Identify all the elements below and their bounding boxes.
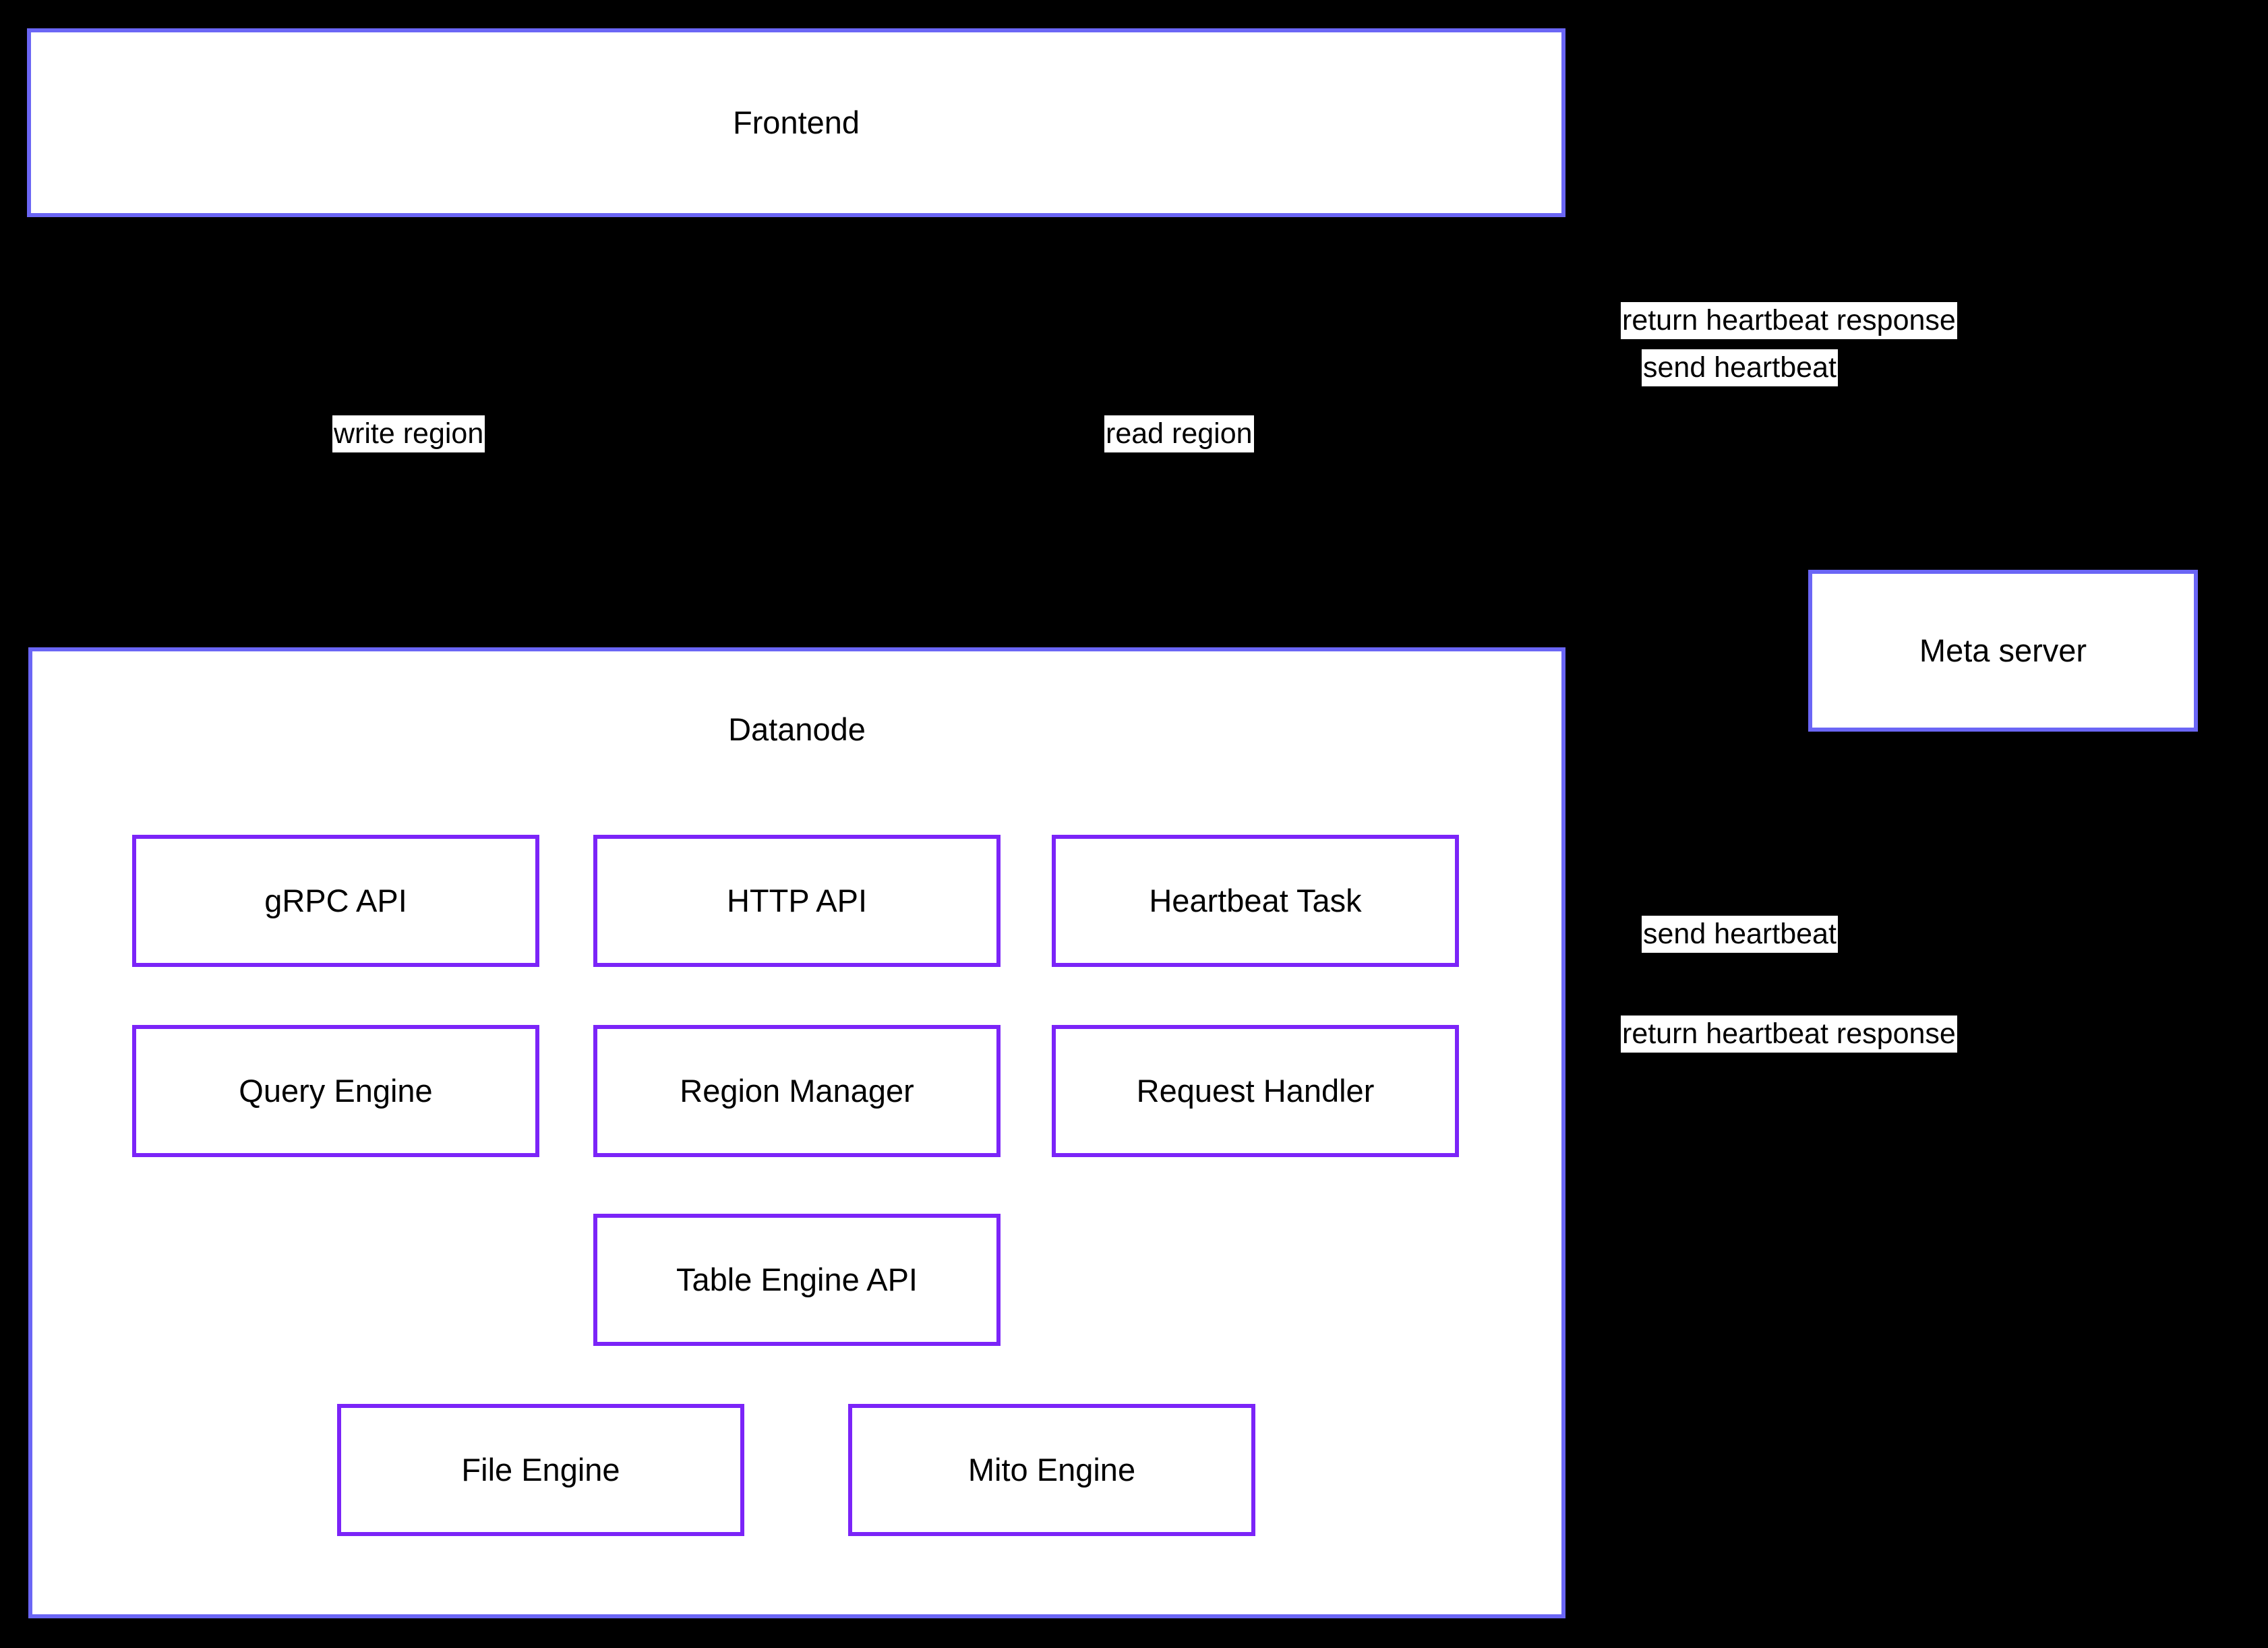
edge-label-write-region: write region bbox=[332, 415, 485, 452]
edge-label-frontend-send-heartbeat: send heartbeat bbox=[1642, 349, 1838, 386]
component-request-handler[interactable]: Request Handler bbox=[1052, 1025, 1459, 1157]
component-label: Query Engine bbox=[239, 1072, 433, 1109]
component-grpc-api[interactable]: gRPC API bbox=[132, 835, 539, 967]
component-file-engine[interactable]: File Engine bbox=[337, 1404, 744, 1536]
component-http-api[interactable]: HTTP API bbox=[593, 835, 1001, 967]
component-region-manager[interactable]: Region Manager bbox=[593, 1025, 1001, 1157]
node-frontend[interactable]: Frontend bbox=[27, 28, 1565, 217]
component-label: Heartbeat Task bbox=[1149, 882, 1362, 918]
edge-label-datanode-send-heartbeat: send heartbeat bbox=[1642, 916, 1838, 953]
node-meta-server-label: Meta server bbox=[1919, 632, 2087, 668]
node-datanode-label: Datanode bbox=[728, 711, 866, 747]
edge-label-datanode-return-heartbeat-response: return heartbeat response bbox=[1621, 1016, 1957, 1053]
component-mito-engine[interactable]: Mito Engine bbox=[848, 1404, 1255, 1536]
edge-meta-return-heartbeat-frontend bbox=[1562, 109, 1998, 569]
component-label: Request Handler bbox=[1136, 1072, 1375, 1109]
component-label: gRPC API bbox=[264, 882, 407, 918]
component-label: HTTP API bbox=[726, 882, 868, 918]
component-label: Mito Engine bbox=[967, 1451, 1136, 1488]
node-meta-server[interactable]: Meta server bbox=[1808, 570, 2198, 732]
component-label: File Engine bbox=[461, 1451, 620, 1488]
component-label: Table Engine API bbox=[676, 1261, 918, 1297]
component-heartbeat-task[interactable]: Heartbeat Task bbox=[1052, 835, 1459, 967]
component-table-engine-api[interactable]: Table Engine API bbox=[593, 1214, 1001, 1346]
component-query-engine[interactable]: Query Engine bbox=[132, 1025, 539, 1157]
node-frontend-label: Frontend bbox=[732, 104, 860, 140]
edge-label-read-region: read region bbox=[1104, 415, 1254, 452]
edge-label-frontend-return-heartbeat-response: return heartbeat response bbox=[1621, 302, 1957, 339]
component-label: Region Manager bbox=[680, 1072, 914, 1109]
